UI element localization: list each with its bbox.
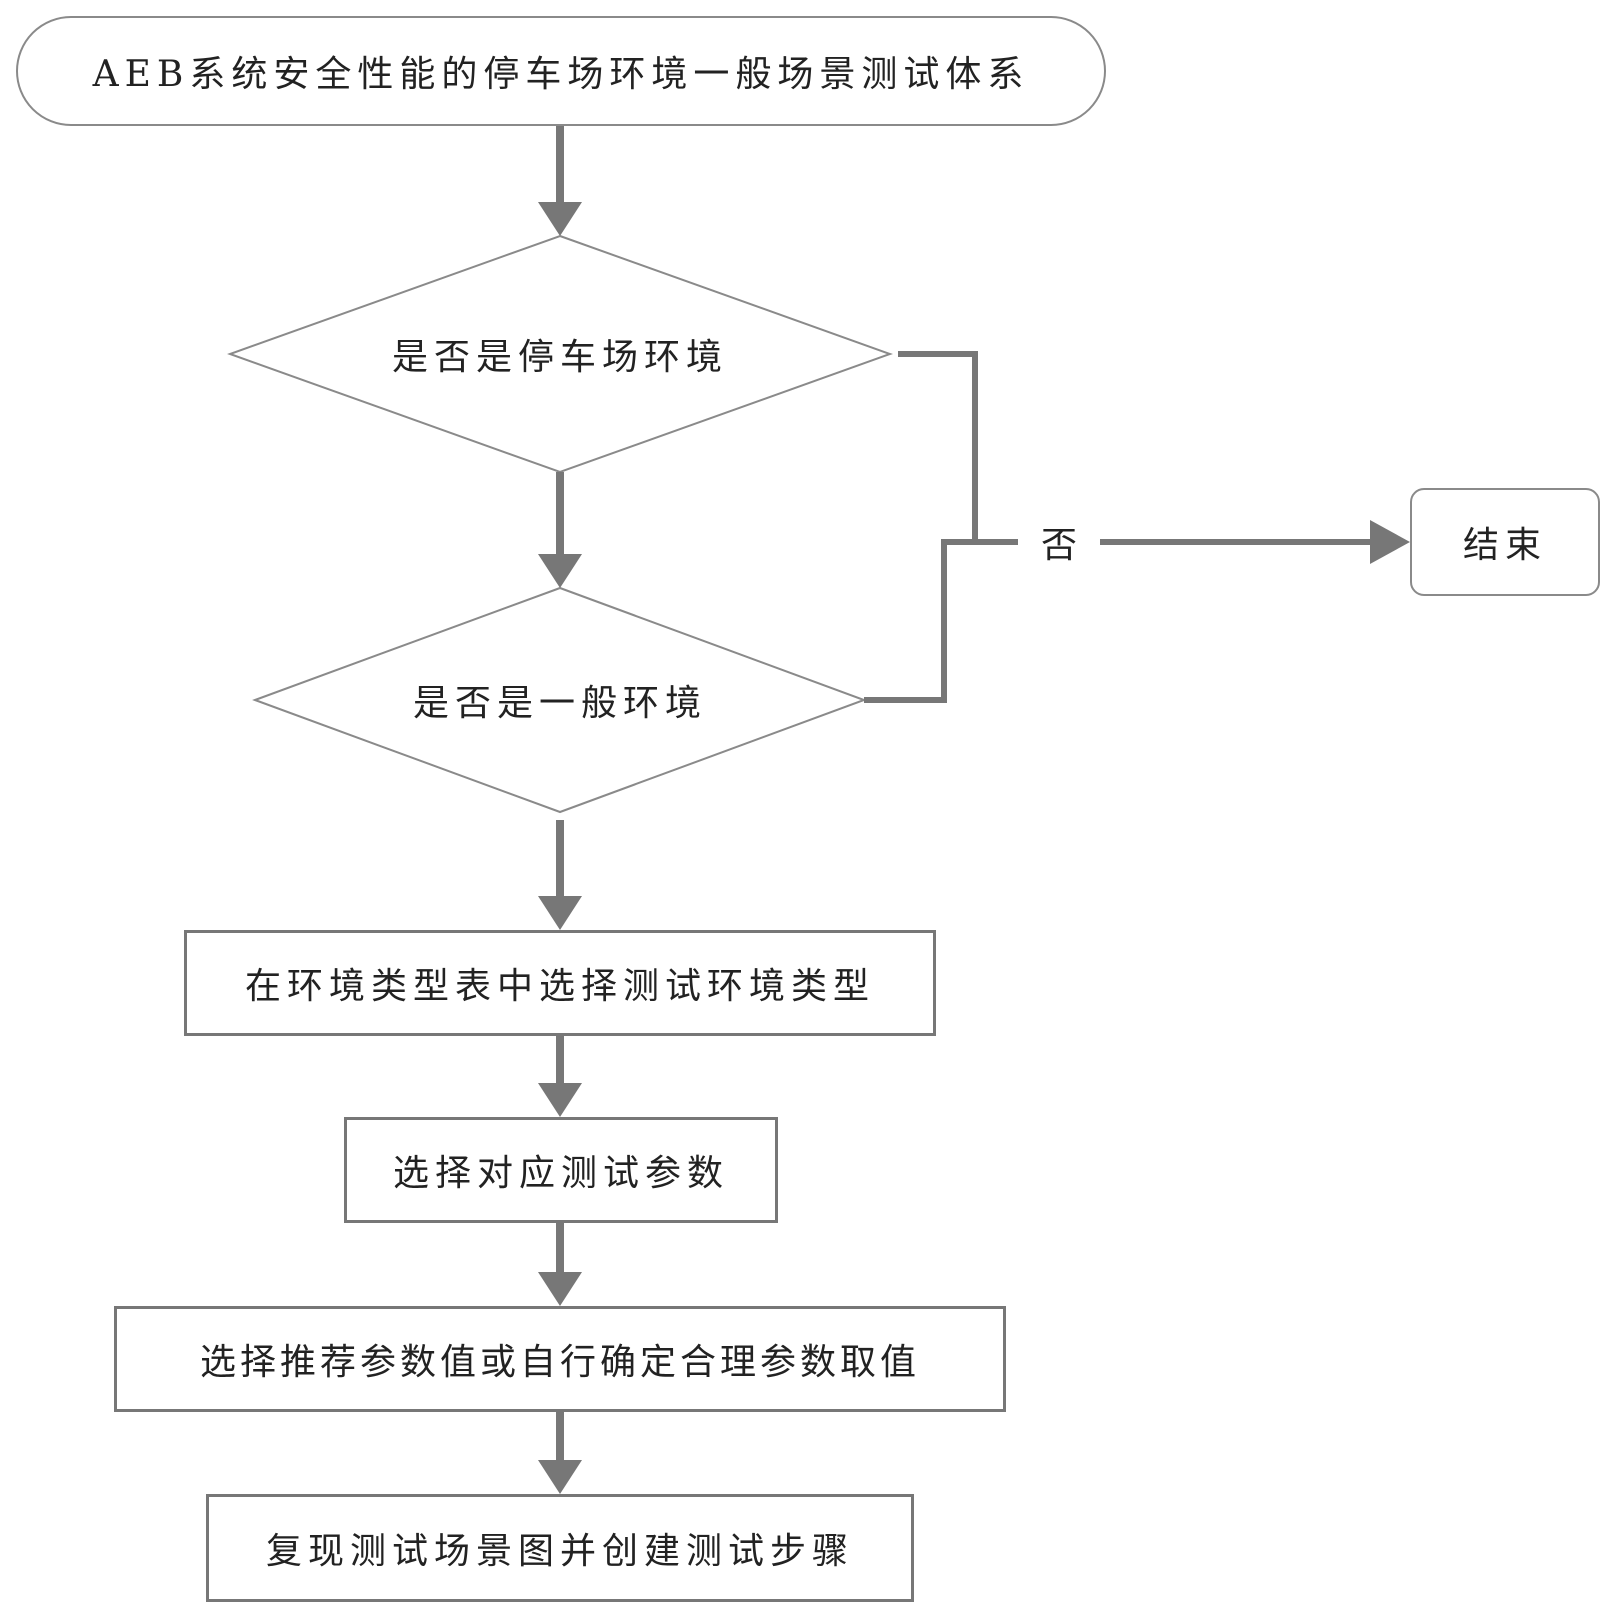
decision-general-label: 是否是一般环境 bbox=[320, 670, 800, 730]
arrowhead-select-env-to-params bbox=[538, 1083, 582, 1117]
step-select-params-label: 选择对应测试参数 bbox=[392, 1153, 729, 1194]
start-terminal-label: AEB系统安全性能的停车场环境一般场景测试体系 bbox=[92, 54, 1030, 95]
arrowhead-no-to-end bbox=[1370, 520, 1410, 564]
step-param-values-label: 选择推荐参数值或自行确定合理参数取值 bbox=[199, 1342, 920, 1383]
no-branch-text: 否 bbox=[1040, 525, 1077, 566]
connector-parking-no-branch bbox=[898, 351, 978, 542]
decision-parking-text: 是否是停车场环境 bbox=[391, 337, 728, 378]
decision-general-text: 是否是一般环境 bbox=[412, 683, 707, 724]
arrowhead-params-to-values bbox=[538, 1272, 582, 1306]
arrowhead-parking-to-general bbox=[538, 554, 582, 588]
connector-general-no-branch bbox=[864, 539, 1018, 703]
no-branch-label: 否 bbox=[1022, 512, 1096, 572]
step-param-values-box: 选择推荐参数值或自行确定合理参数取值 bbox=[114, 1306, 1006, 1412]
end-terminal-label: 结束 bbox=[1462, 525, 1547, 566]
arrowhead-values-to-reproduce bbox=[538, 1460, 582, 1494]
step-select-env-box: 在环境类型表中选择测试环境类型 bbox=[184, 930, 936, 1036]
arrowhead-general-to-select-env bbox=[538, 896, 582, 930]
start-terminal: AEB系统安全性能的停车场环境一般场景测试体系 bbox=[16, 16, 1106, 126]
step-reproduce-box: 复现测试场景图并创建测试步骤 bbox=[206, 1494, 914, 1602]
step-reproduce-label: 复现测试场景图并创建测试步骤 bbox=[265, 1531, 854, 1572]
step-select-params-box: 选择对应测试参数 bbox=[344, 1117, 778, 1223]
decision-general-diamond bbox=[252, 586, 867, 814]
decision-parking-label: 是否是停车场环境 bbox=[300, 324, 820, 384]
step-select-env-label: 在环境类型表中选择测试环境类型 bbox=[244, 966, 875, 1007]
arrowhead-start-to-parking bbox=[538, 202, 582, 236]
end-terminal: 结束 bbox=[1410, 488, 1600, 596]
